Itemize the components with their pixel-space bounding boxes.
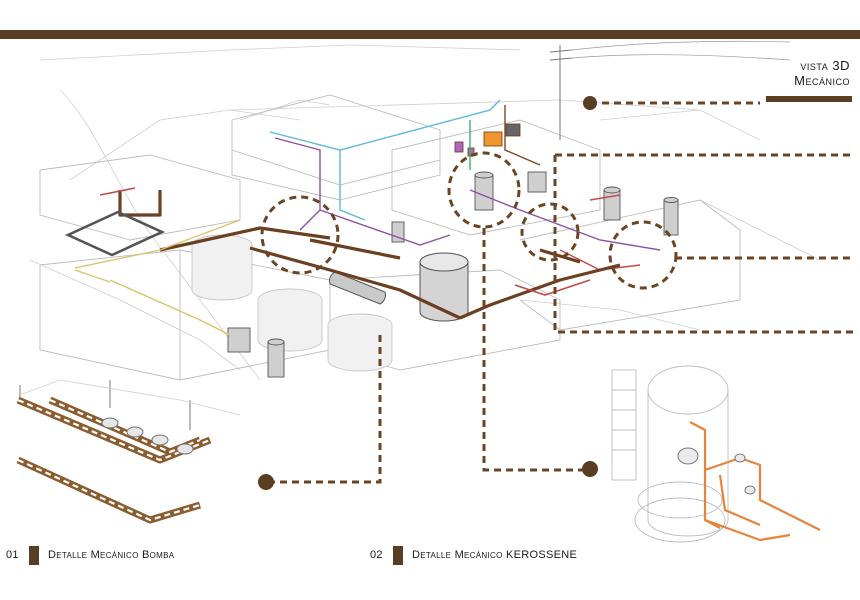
top-band [0, 30, 860, 39]
detail-label: Detalle Mecánico KEROSSENE [412, 549, 578, 561]
view-title-line1: vista 3D [800, 58, 850, 73]
horizontal-tank [329, 271, 386, 305]
silos [227, 171, 679, 378]
service-pipes [269, 99, 661, 271]
detail-circle-a [520, 202, 580, 262]
detail-circle-kerossene [447, 151, 521, 229]
leader-lines [272, 101, 855, 484]
detail-caption-02: 02 Detalle Mecánico KEROSSENE [370, 545, 577, 565]
site-context [29, 44, 821, 381]
faint-tanks [191, 234, 393, 372]
power-pole [549, 40, 791, 140]
red-pipes [99, 187, 621, 296]
detail-circle-bomba [260, 195, 340, 275]
detail-caption-01: 01 Detalle Mecánico Bomba [6, 545, 174, 565]
detail-swatch [29, 545, 39, 565]
view-title: vista 3D Mecánico [794, 58, 850, 88]
detail-label: Detalle Mecánico Bomba [48, 549, 175, 561]
title-underline-bar [766, 96, 852, 102]
detail-number: 01 [6, 549, 19, 561]
main-pipes [118, 190, 621, 320]
gray-pipe-loop [64, 210, 166, 257]
detail-01-bomba-drawing [16, 379, 241, 524]
detail-02-kerossene-drawing [611, 365, 821, 543]
generator [454, 123, 521, 157]
leader-dots [258, 96, 598, 490]
detail-number: 02 [370, 549, 383, 561]
yellow-pipes [74, 219, 241, 336]
detail-callout-circles [260, 151, 678, 290]
detail-circle-b [608, 220, 678, 290]
view-title-line2: Mecánico [794, 73, 850, 88]
detail-swatch [393, 545, 403, 565]
